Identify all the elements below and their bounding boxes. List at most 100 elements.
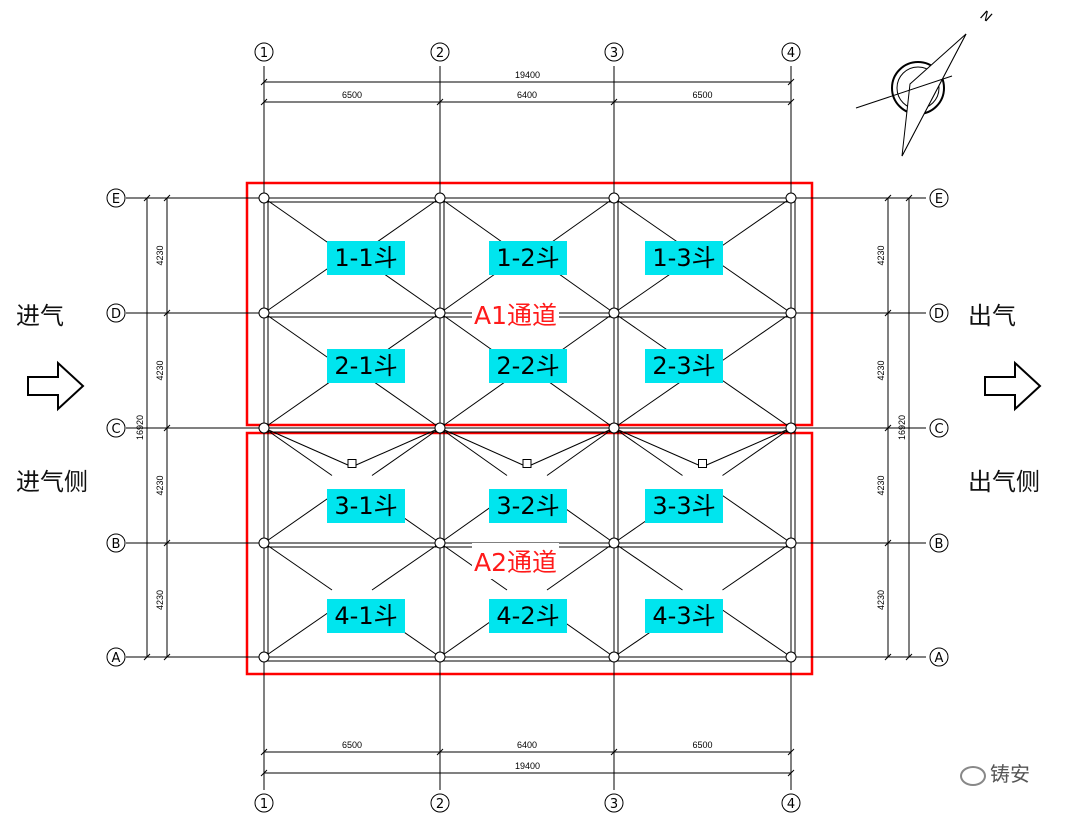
column-node-C1 xyxy=(258,422,270,434)
axis-bubble-right-C xyxy=(929,418,949,438)
dim-left-span-text-3: 4230 xyxy=(155,590,165,610)
hopper-edge-3-3 xyxy=(705,427,792,466)
hopper-edge-3-3 xyxy=(613,427,683,476)
axis-label-right-C: C xyxy=(934,422,943,437)
inlet-side-label: 进气侧 xyxy=(16,468,88,496)
dim-left-span-tick xyxy=(163,539,171,547)
dim-bottom-span-tick xyxy=(610,748,618,756)
axis-label-left-E: E xyxy=(112,192,120,207)
axis-bubble-right-B xyxy=(929,533,949,553)
dim-right-span-tick xyxy=(884,539,892,547)
hopper-edge-2-1 xyxy=(263,380,333,429)
column-node-C2 xyxy=(434,422,446,434)
axis-bubble-top-1 xyxy=(254,42,274,62)
column-node-D4 xyxy=(785,307,797,319)
dim-right-total-tick xyxy=(905,653,913,661)
compass-north-label: N xyxy=(978,8,994,26)
channel-a2-outline xyxy=(245,431,814,676)
dim-right-span-tick xyxy=(884,653,892,661)
column-node-D1 xyxy=(258,307,270,319)
hopper-edge-4-3 xyxy=(722,542,792,591)
hopper-1-3: 1-3斗 xyxy=(645,241,723,275)
dim-bottom-span-tick xyxy=(787,748,795,756)
axis-label-bottom-2: 2 xyxy=(436,797,444,812)
hopper-3-2: 3-2斗 xyxy=(489,489,567,523)
compass-needle-half-icon xyxy=(901,33,967,157)
column-node-E3 xyxy=(608,192,620,204)
axis-bubble-left-A xyxy=(106,647,126,667)
dim-bottom-total-text-0: 19400 xyxy=(515,761,540,771)
axis-bubble-bottom-1 xyxy=(254,793,274,813)
inlet-label: 进气 xyxy=(16,302,64,330)
hopper-edge-3-2 xyxy=(529,427,615,466)
hopper-edge-2-3 xyxy=(722,312,792,361)
dim-bottom-total-tick xyxy=(787,769,795,777)
hopper-edge-2-3 xyxy=(613,380,683,429)
hopper-edge-1-1 xyxy=(263,265,333,314)
hopper-edge-2-3 xyxy=(722,380,792,429)
dim-top-span-text-1: 6400 xyxy=(517,90,537,100)
hopper-edge-3-3 xyxy=(613,427,700,466)
hopper-outlet-3-3 xyxy=(698,459,707,468)
dim-bottom-span-text-2: 6500 xyxy=(692,740,712,750)
axis-label-top-3: 3 xyxy=(610,46,618,61)
axis-bubble-left-E xyxy=(106,188,126,208)
watermark-text: 铸安 xyxy=(990,762,1030,786)
column-node-E1 xyxy=(258,192,270,204)
dim-right-span-text-0: 4230 xyxy=(876,245,886,265)
dim-top-total-tick xyxy=(260,78,268,86)
dim-top-span-tick xyxy=(260,98,268,106)
column-node-A1 xyxy=(258,651,270,663)
dim-right-span-tick xyxy=(884,309,892,317)
outlet-arrow-icon xyxy=(984,360,1042,412)
dim-left-span-text-2: 4230 xyxy=(155,475,165,495)
dim-bottom-span-tick xyxy=(436,748,444,756)
hopper-4-2: 4-2斗 xyxy=(489,599,567,633)
axis-bubble-top-3 xyxy=(604,42,624,62)
axis-label-top-2: 2 xyxy=(436,46,444,61)
hopper-3-3: 3-3斗 xyxy=(645,489,723,523)
axis-label-left-D: D xyxy=(111,307,121,322)
column-node-A4 xyxy=(785,651,797,663)
dim-top-total-text-0: 19400 xyxy=(515,70,540,80)
hopper-3-1: 3-1斗 xyxy=(327,489,405,523)
dim-right-span-text-3: 4230 xyxy=(876,590,886,610)
column-node-B1 xyxy=(258,537,270,549)
dim-bottom-span-text-0: 6500 xyxy=(342,740,362,750)
hopper-edge-2-1 xyxy=(263,312,333,361)
axis-label-bottom-1: 1 xyxy=(260,797,268,812)
hopper-edge-3-2 xyxy=(546,427,615,476)
column-node-A2 xyxy=(434,651,446,663)
channel-a1-label: A1通道 xyxy=(472,296,560,332)
dim-top-span-tick xyxy=(436,98,444,106)
axis-label-right-E: E xyxy=(935,192,943,207)
hopper-edge-3-1 xyxy=(263,427,333,476)
column-node-B4 xyxy=(785,537,797,549)
hopper-edge-3-3 xyxy=(722,427,792,476)
hopper-edge-4-2 xyxy=(546,542,615,591)
dim-top-span-tick xyxy=(610,98,618,106)
axis-bubble-right-A xyxy=(929,647,949,667)
hopper-edge-4-1 xyxy=(263,609,333,658)
column-node-D2 xyxy=(434,307,446,319)
channel-a1-outline xyxy=(245,181,814,427)
hopper-edge-1-3 xyxy=(722,197,792,246)
axis-label-right-D: D xyxy=(934,307,944,322)
dim-left-span-tick xyxy=(163,194,171,202)
axis-label-left-B: B xyxy=(112,537,121,552)
dim-bottom-total-tick xyxy=(260,769,268,777)
axis-label-top-4: 4 xyxy=(787,46,795,61)
dim-top-total-tick xyxy=(787,78,795,86)
outlet-label: 出气 xyxy=(968,302,1016,330)
dim-left-span-text-1: 4230 xyxy=(155,360,165,380)
dim-top-span-text-0: 6500 xyxy=(342,90,362,100)
dim-top-span-text-2: 6500 xyxy=(692,90,712,100)
hopper-edge-2-2 xyxy=(439,380,508,429)
column-node-C4 xyxy=(785,422,797,434)
axis-bubble-left-B xyxy=(106,533,126,553)
dim-right-span-tick xyxy=(884,424,892,432)
outlet-side-label: 出气侧 xyxy=(968,468,1040,496)
axis-bubble-bottom-3 xyxy=(604,793,624,813)
